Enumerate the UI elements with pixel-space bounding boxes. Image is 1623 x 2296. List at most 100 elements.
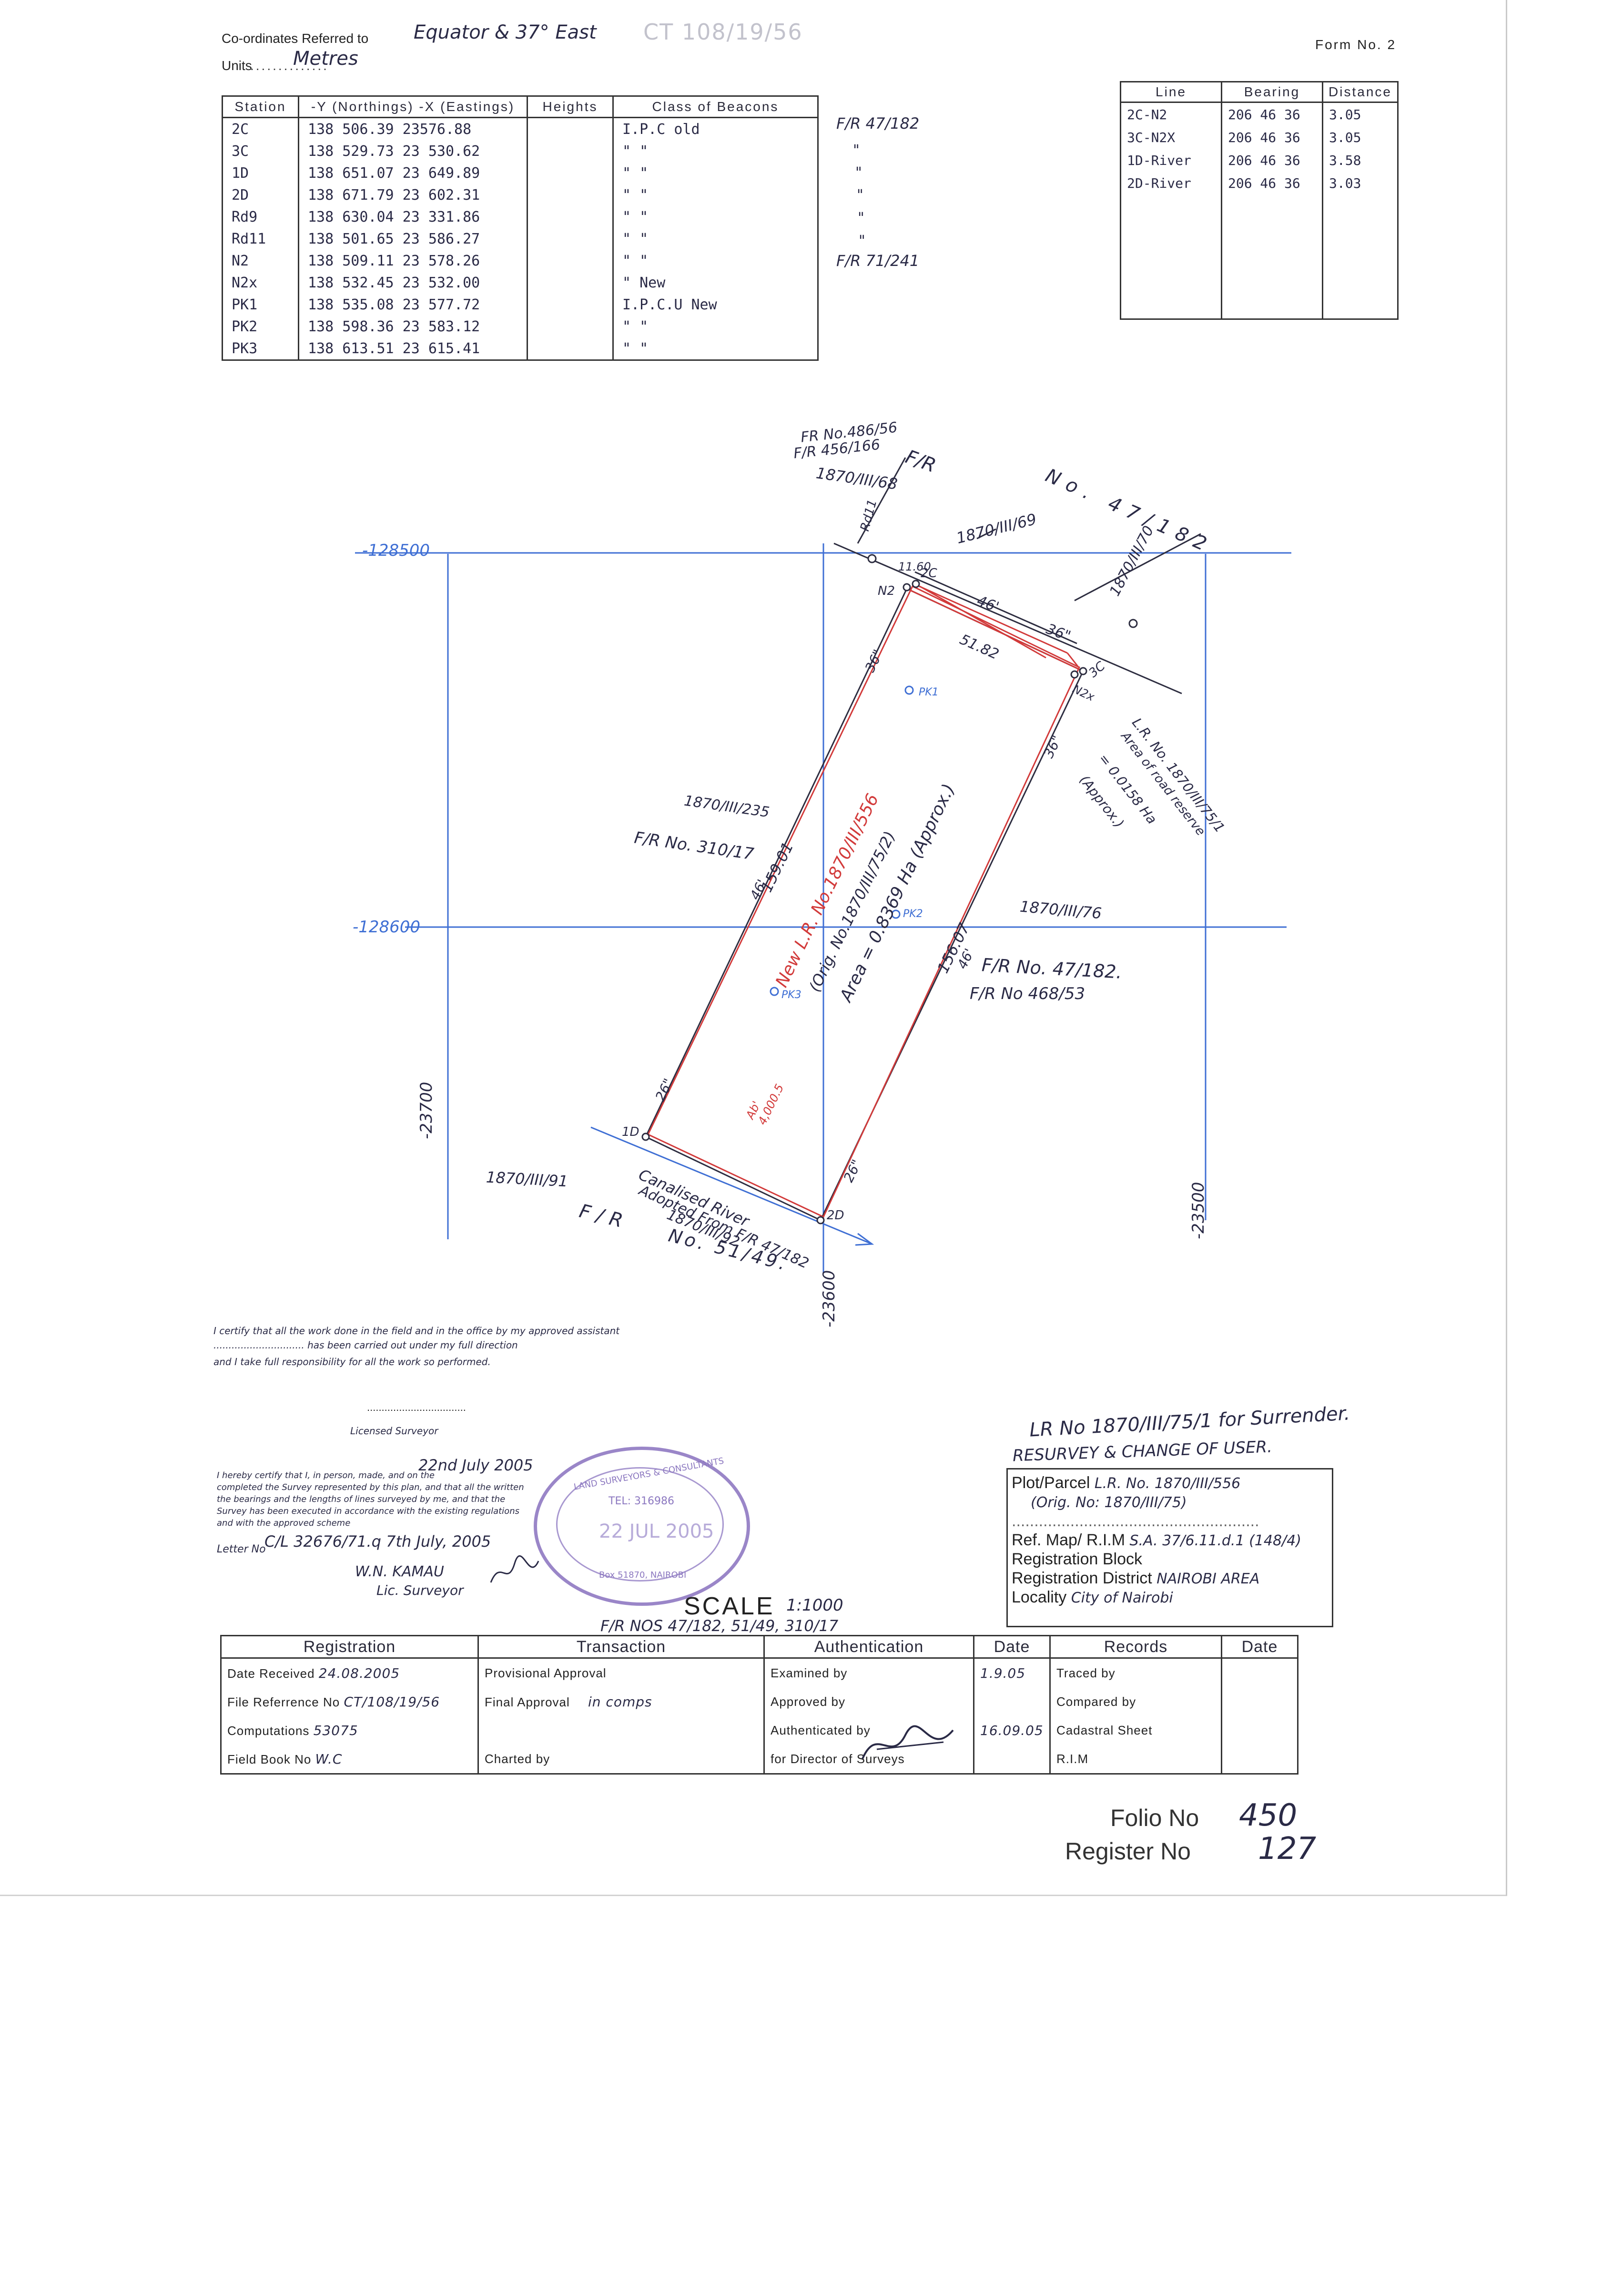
beacon-2c [912,580,920,588]
signature-mark [490,1555,539,1583]
col-authentication: Authentication [763,1635,974,1659]
units-label: Units [222,58,252,73]
cert-text: I hereby certify that I, in person, made… [217,1470,435,1480]
surveyor-stamp: LAND SURVEYORS & CONSULTANTS TEL: 316986… [534,1447,750,1606]
river-arrow [855,1233,874,1246]
cert-text: Survey has been executed in accordance w… [217,1506,519,1516]
col-coordinates: -Y (Northings) -X (Eastings) [298,95,528,118]
cert-dots: .................................. [367,1401,466,1413]
table-row: Field Book No W.C Charted by for Directo… [220,1745,1298,1775]
road-lines [833,457,1201,694]
table-row: Computations 53075 Authenticated by 16.0… [220,1716,1298,1745]
letter-label: Letter No [217,1543,266,1555]
col-date-2: Date [1221,1635,1298,1659]
table-row: File Referrence No CT/108/19/56 Final Ap… [220,1687,1298,1716]
cert-text: the bearings and the lengths of lines su… [217,1494,506,1504]
letter-value: C/L 32676/71.q 7th July, 2005 [264,1532,491,1551]
col-registration: Registration [220,1635,479,1659]
folio-label: Folio No [1110,1805,1199,1831]
beacon-2d [816,1216,825,1225]
grid-lines [355,543,1291,1273]
survey-plan-map [355,457,1291,1273]
side-note: " [855,164,862,181]
cert-line: .............................. has been … [213,1339,518,1351]
station-label: N2 [878,584,895,598]
cert-line: I certify that all the work done in the … [213,1325,620,1337]
scale-fr-numbers: F/R NOS 47/182, 51/49, 310/17 [600,1617,839,1635]
signer-role: Lic. Surveyor [376,1582,464,1598]
side-note: F/R 47/182 [836,114,920,133]
beacon-3c [1079,667,1087,675]
coord-value: Equator & 37° East [414,21,597,43]
parcel-red-boundary [647,583,1084,1218]
grid-label: -128600 [353,918,421,937]
pk3-marker [770,987,779,996]
col-date: Date [973,1635,1051,1659]
signer-name: W.N. KAMAU [355,1563,444,1580]
side-note: " [858,210,864,226]
station-label: PK3 [781,989,801,1001]
scale-value: 1:1000 [786,1596,843,1615]
col-line: Line [1120,81,1222,103]
river-line [590,1126,872,1245]
col-bearing: Bearing [1221,81,1323,103]
registration-table: Registration Transaction Authentication … [220,1635,1298,1775]
plot-parcel-box: Plot/Parcel L.R. No. 1870/III/556 (Orig.… [1006,1468,1333,1627]
beacon-markers [641,554,1138,1225]
survey-sheet [0,0,1507,1896]
cert-date: 22nd July 2005 [418,1456,533,1474]
col-heights: Heights [527,95,614,118]
grid-label: -23500 [1189,1182,1208,1239]
side-note: " [857,187,863,204]
cert-line: and I take full responsibility for all t… [213,1356,491,1367]
neighbor-label: F/R No 468/53 [970,984,1085,1003]
col-class: Class of Beacons [612,95,819,118]
beacon-1d [641,1133,650,1141]
coord-label: Co-ordinates Referred to [222,31,369,46]
authentication-signature [862,1725,954,1759]
col-station: Station [222,95,299,118]
cert-text: completed the Survey represented by this… [217,1482,524,1492]
side-note: " [853,142,860,159]
dim-label: 11.60 [898,560,931,573]
pk1-marker [904,685,914,695]
licensed-surveyor: Licensed Surveyor [350,1425,438,1437]
pk2-marker [891,909,901,919]
file-reference-faded: CT 108/19/56 [643,19,803,45]
side-note: F/R 71/241 [836,252,920,270]
grid-label: -23600 [820,1270,839,1327]
folio-value: 450 [1239,1798,1298,1833]
scale-label: SCALE [684,1592,775,1620]
col-transaction: Transaction [477,1635,765,1659]
beacon-rd [1128,619,1138,628]
beacon-rd11 [867,554,877,563]
station-label: 2D [827,1208,844,1223]
station-label: PK2 [903,908,923,920]
col-records: Records [1049,1635,1222,1659]
station-label: 2C [921,566,937,581]
side-note: " [859,233,865,249]
station-label: PK1 [919,686,939,698]
station-label: 1D [622,1125,639,1139]
beacon-n2x [1070,670,1079,679]
coordinate-table: Station -Y (Northings) -X (Eastings) Hei… [222,95,819,361]
beacon-n2 [903,583,911,592]
cert-text: and with the approved scheme [217,1518,351,1528]
grid-label: -128500 [362,541,430,560]
table-row: Date Received 24.08.2005 Provisional App… [220,1658,1298,1687]
